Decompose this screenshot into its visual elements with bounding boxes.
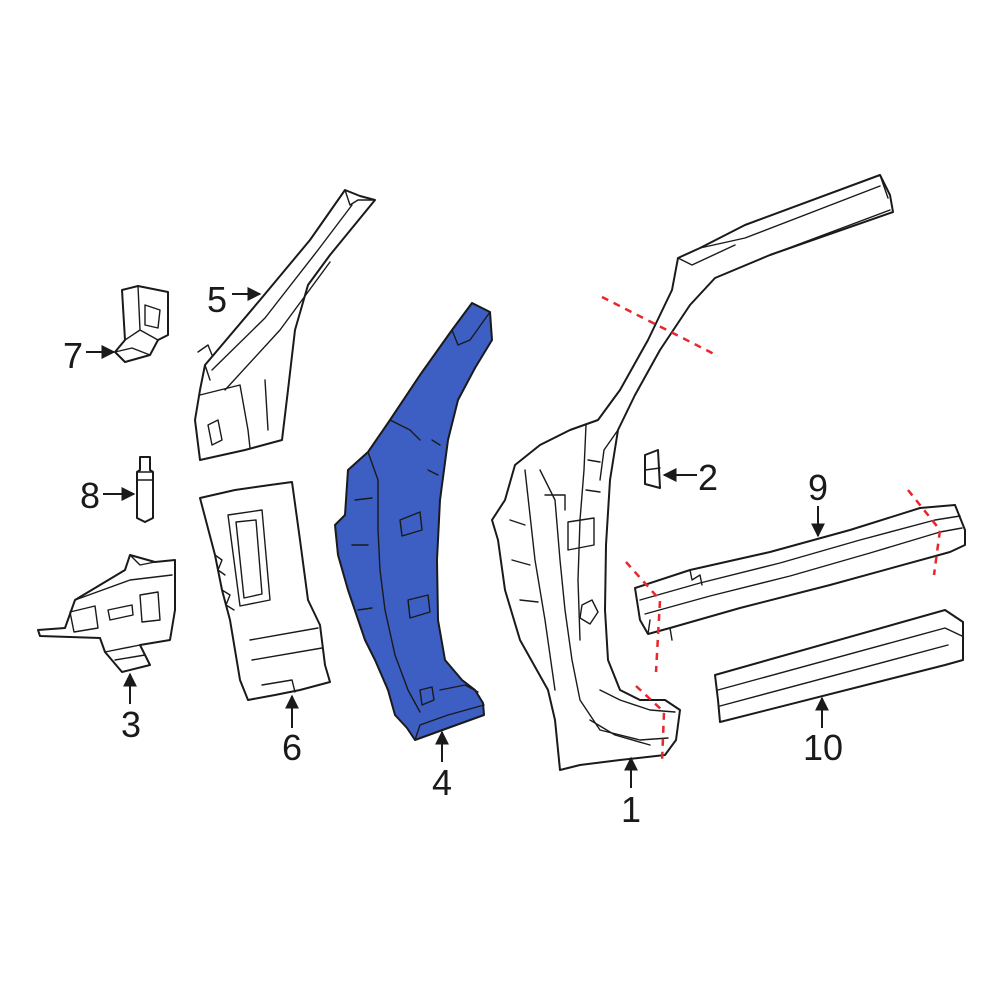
callout-7[interactable]: 7 — [63, 335, 83, 376]
cut-line-rocker-left — [625, 561, 662, 673]
cut-line-rocker-right — [907, 489, 942, 576]
callout-1[interactable]: 1 — [621, 789, 641, 830]
part-7-bracket[interactable] — [114, 285, 169, 363]
callout-4[interactable]: 4 — [432, 762, 452, 803]
callout-5[interactable]: 5 — [207, 279, 227, 320]
callout-9[interactable]: 9 — [808, 467, 828, 508]
part-10-rocker-panel[interactable] — [714, 609, 964, 723]
part-9-rocker-reinforcement[interactable] — [634, 504, 966, 641]
callout-6[interactable]: 6 — [282, 727, 302, 768]
leader-lines — [86, 287, 829, 788]
part-6-lower-pillar-reinforcement[interactable] — [199, 481, 331, 701]
callout-8[interactable]: 8 — [80, 475, 100, 516]
callout-10[interactable]: 10 — [803, 727, 843, 768]
part-1-hinge-pillar-panel[interactable] — [491, 174, 894, 771]
cut-line-upper — [601, 295, 719, 358]
part-5-upper-pillar[interactable] — [194, 189, 376, 461]
part-8-stud[interactable] — [136, 456, 154, 523]
cut-line-lower — [635, 685, 666, 763]
callout-numbers: 1 2 3 4 5 6 7 8 9 10 — [63, 279, 843, 830]
callout-2[interactable]: 2 — [698, 457, 718, 498]
part-4-inner-pillar-highlighted[interactable] — [334, 302, 493, 741]
part-2-bracket[interactable] — [644, 449, 661, 489]
callout-3[interactable]: 3 — [121, 704, 141, 745]
part-4-shape[interactable] — [334, 302, 493, 741]
cut-lines — [601, 295, 942, 763]
part-3-lower-bracket[interactable] — [37, 554, 176, 673]
